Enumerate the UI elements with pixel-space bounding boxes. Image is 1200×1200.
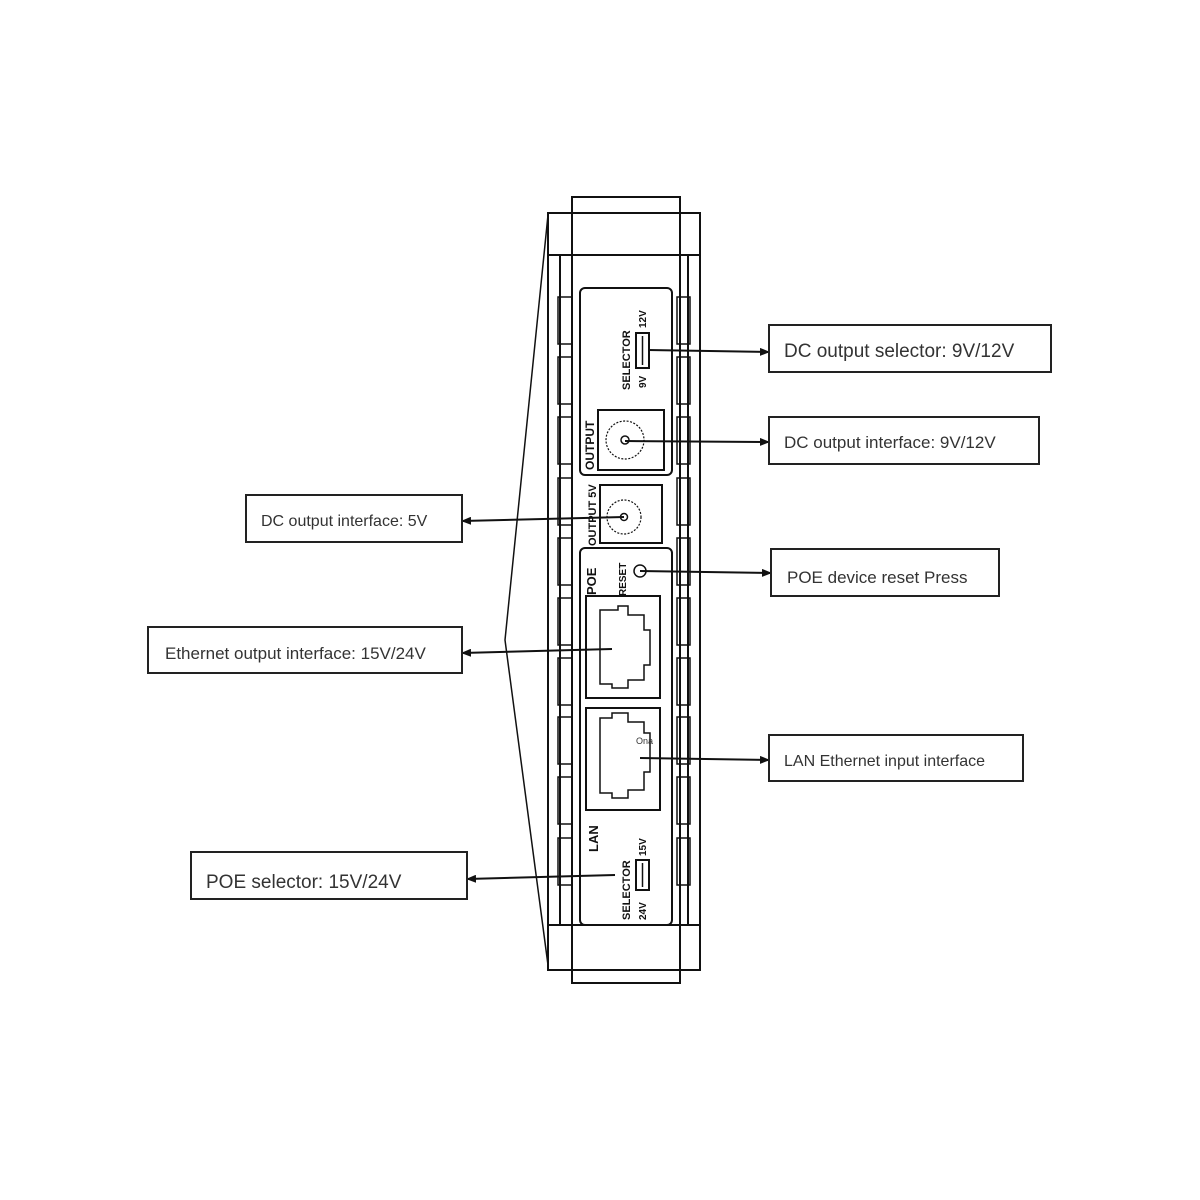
vent-slot: [557, 296, 573, 345]
callout-dc-selector: DC output selector: 9V/12V: [647, 324, 1052, 373]
dc-5v-label: DC output interface: 5V: [261, 513, 428, 530]
dc-selector-text: SELECTOR: [621, 330, 633, 390]
dc-5v-text: OUTPUT 5V: [587, 484, 599, 546]
device-side-outline: [504, 214, 549, 966]
vent-slot: [557, 716, 573, 765]
vent-slot: [676, 597, 691, 646]
vent-slot: [557, 477, 573, 526]
vent-slot: [557, 597, 573, 646]
device-front-face: [571, 196, 681, 984]
poe-24v-text: 24V: [638, 902, 649, 920]
poe-selector-label: POE selector: 15V/24V: [206, 872, 402, 893]
dc-output-jack-housing: [597, 409, 665, 471]
vent-slot: [676, 537, 691, 586]
lan-input-label: LAN Ethernet input interface: [784, 753, 985, 770]
callout-lan-input: LAN Ethernet input interface: [639, 734, 1024, 782]
device-body: SELECTOR 9V 12V OUTPUT OUTPUT 5V POE RES…: [504, 196, 701, 984]
eth-output-label: Ethernet output interface: 15V/24V: [165, 644, 427, 663]
callout-poe-reset: POE device reset Press: [639, 548, 1000, 597]
dc-output-text: OUTPUT: [583, 420, 597, 470]
poe-selector-text: SELECTOR: [621, 860, 633, 920]
vent-slot: [557, 356, 573, 405]
callout-poe-selector: POE selector: 15V/24V: [190, 851, 616, 900]
vent-slot: [676, 296, 691, 345]
dc-9v-text: 9V: [638, 375, 649, 388]
poe-reset-label: POE device reset Press: [787, 568, 967, 587]
callout-eth-output: Ethernet output interface: 15V/24V: [147, 626, 613, 674]
vent-slot: [557, 657, 573, 706]
callout-dc-output: DC output interface: 9V/12V: [624, 416, 1040, 465]
vent-slot: [676, 356, 691, 405]
dc-12v-text: 12V: [638, 310, 649, 328]
vent-slot: [676, 657, 691, 706]
dc-selector-label: DC output selector: 9V/12V: [784, 341, 1015, 362]
lan-text: LAN: [586, 825, 601, 852]
poe-text: POE: [584, 567, 599, 595]
vent-slot: [676, 716, 691, 765]
dc-output-label: DC output interface: 9V/12V: [784, 433, 996, 452]
vent-slot: [557, 837, 573, 886]
vent-slot: [676, 776, 691, 825]
port-stray-text: Ona: [636, 736, 653, 746]
dc-5v-jack-housing: [599, 484, 663, 544]
reset-text: RESET: [618, 563, 629, 596]
ethernet-output-port: [585, 595, 661, 699]
vent-slot: [557, 537, 573, 586]
vent-slot: [676, 477, 691, 526]
vent-slot: [676, 837, 691, 886]
poe-selector-switch: [635, 859, 650, 891]
callout-dc-5v: DC output interface: 5V: [245, 494, 625, 543]
poe-15v-text: 15V: [638, 838, 649, 856]
vent-slot: [557, 416, 573, 465]
poe-panel: [579, 547, 673, 926]
vent-slot: [557, 776, 573, 825]
dc-panel: [579, 287, 673, 476]
device-frame: [547, 212, 701, 971]
dc-output-jack: [605, 420, 645, 460]
